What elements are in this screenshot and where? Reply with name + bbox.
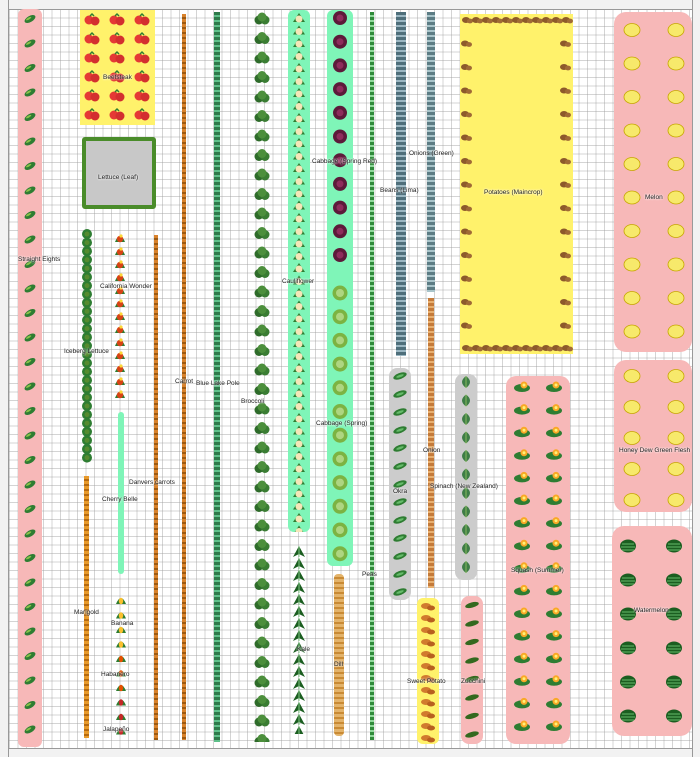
bed-cherry-belle[interactable] xyxy=(118,412,124,574)
bed-okra[interactable] xyxy=(389,368,411,600)
label-banana: Banana xyxy=(111,620,134,627)
label-beefsteak: Beefsteak xyxy=(103,74,132,81)
bed-sweet-potato[interactable] xyxy=(417,598,439,744)
label-zucchini: Zucchini xyxy=(461,678,486,685)
red-cabbage-icon xyxy=(332,11,348,562)
bed-iceberg-lettuce[interactable] xyxy=(81,228,93,463)
bed-kale[interactable] xyxy=(289,544,309,734)
label-beans-lima: Beans (Lima) xyxy=(380,187,419,194)
bed-melon[interactable] xyxy=(614,12,692,352)
label-honey-dew: Honey Dew Green Flesh xyxy=(619,447,691,454)
melon-icon xyxy=(623,23,685,339)
bed-broccoli[interactable] xyxy=(253,12,271,742)
label-broccoli: Broccoli xyxy=(241,398,265,405)
tomato-icon xyxy=(84,12,150,121)
label-cabbage-spring: Cabbage (Spring) xyxy=(316,420,368,427)
label-jalapeno: Jalapeño xyxy=(103,726,130,733)
cauliflower-icon xyxy=(293,13,305,532)
okra-icon xyxy=(393,372,407,596)
label-blue-lake-pole: Blue Lake Pole xyxy=(196,380,240,387)
pepper-icon xyxy=(116,597,126,735)
label-kale: Kale xyxy=(297,646,311,653)
cucumber-icon xyxy=(24,15,36,734)
bed-lettuce-leaf[interactable] xyxy=(82,137,156,209)
label-lettuce-leaf: Lettuce (Leaf) xyxy=(98,174,139,181)
zucchini-icon xyxy=(465,601,479,738)
label-onion: Onion xyxy=(423,447,441,454)
label-habanero: Habanero xyxy=(101,671,130,678)
bed-peas[interactable] xyxy=(370,12,374,740)
label-danvers-carrots: Danvers carrots xyxy=(129,479,175,486)
bed-onion[interactable] xyxy=(428,298,434,588)
broccoli-icon xyxy=(254,12,270,742)
label-melon: Melon xyxy=(645,194,663,201)
label-okra: Okra xyxy=(393,488,408,495)
label-cherry-belle: Cherry Belle xyxy=(102,496,138,503)
potato-icon xyxy=(421,603,435,743)
label-iceberg-lettuce: Iceberg Lettuce xyxy=(64,348,109,355)
label-straight-eights: Straight Eights xyxy=(18,256,61,263)
bed-carrot[interactable] xyxy=(154,235,158,740)
label-carrot: Carrot xyxy=(175,378,194,385)
watermelon-icon xyxy=(620,539,682,723)
label-onions-green: Onions (Green) xyxy=(409,150,454,157)
top-ruler xyxy=(0,0,700,10)
bed-potatoes-maincrop[interactable] xyxy=(460,14,573,354)
label-potatoes-maincrop: Potatoes (Maincrop) xyxy=(484,189,543,196)
label-spinach-nz: Spinach (New Zealand) xyxy=(430,483,498,490)
lettuce-icon xyxy=(82,229,92,463)
bed-california-wonder[interactable] xyxy=(112,230,128,400)
bed-dill[interactable] xyxy=(334,574,344,736)
pepper-icon xyxy=(115,234,125,399)
label-sweet-potato: Sweet Potato xyxy=(407,678,446,685)
bed-watermelon[interactable] xyxy=(612,526,692,736)
bed-cauliflower[interactable] xyxy=(288,10,310,532)
bed-onions-green[interactable] xyxy=(427,12,435,292)
right-ruler xyxy=(692,0,700,757)
bed-blue-lake-pole[interactable] xyxy=(214,12,220,742)
spinach-icon xyxy=(462,376,470,573)
kale-icon xyxy=(293,546,305,734)
label-cauliflower: Cauliflower xyxy=(282,278,315,285)
label-peas: Peas xyxy=(362,571,377,578)
label-california-wonder: California Wonder xyxy=(100,283,152,290)
squash-icon xyxy=(514,381,562,731)
bed-zucchini[interactable] xyxy=(461,596,483,744)
label-squash-summer: Squash (Summer) xyxy=(511,567,564,574)
label-marigold: Marigold xyxy=(74,609,99,616)
bed-spinach-nz[interactable] xyxy=(455,374,477,580)
bed-beans-lima[interactable] xyxy=(396,12,406,356)
bottom-ruler xyxy=(0,748,700,757)
bed-hot-peppers[interactable] xyxy=(113,590,129,740)
bed-danvers-carrots[interactable] xyxy=(182,14,186,740)
bed-honey-dew[interactable] xyxy=(614,360,692,512)
melon-icon xyxy=(623,369,685,507)
bed-beefsteak[interactable] xyxy=(80,10,155,125)
bed-squash-summer[interactable] xyxy=(506,376,570,744)
label-watermelon: Watermelon xyxy=(634,607,669,614)
bed-cabbage[interactable] xyxy=(327,10,353,566)
left-ruler xyxy=(0,0,9,757)
bed-straight-eights[interactable] xyxy=(18,9,42,747)
bed-marigold[interactable] xyxy=(84,476,89,738)
potato-icon xyxy=(461,17,573,352)
label-dill: Dill xyxy=(334,661,344,668)
label-cabbage-spring-red: Cabbage (Spring Red) xyxy=(312,158,378,165)
